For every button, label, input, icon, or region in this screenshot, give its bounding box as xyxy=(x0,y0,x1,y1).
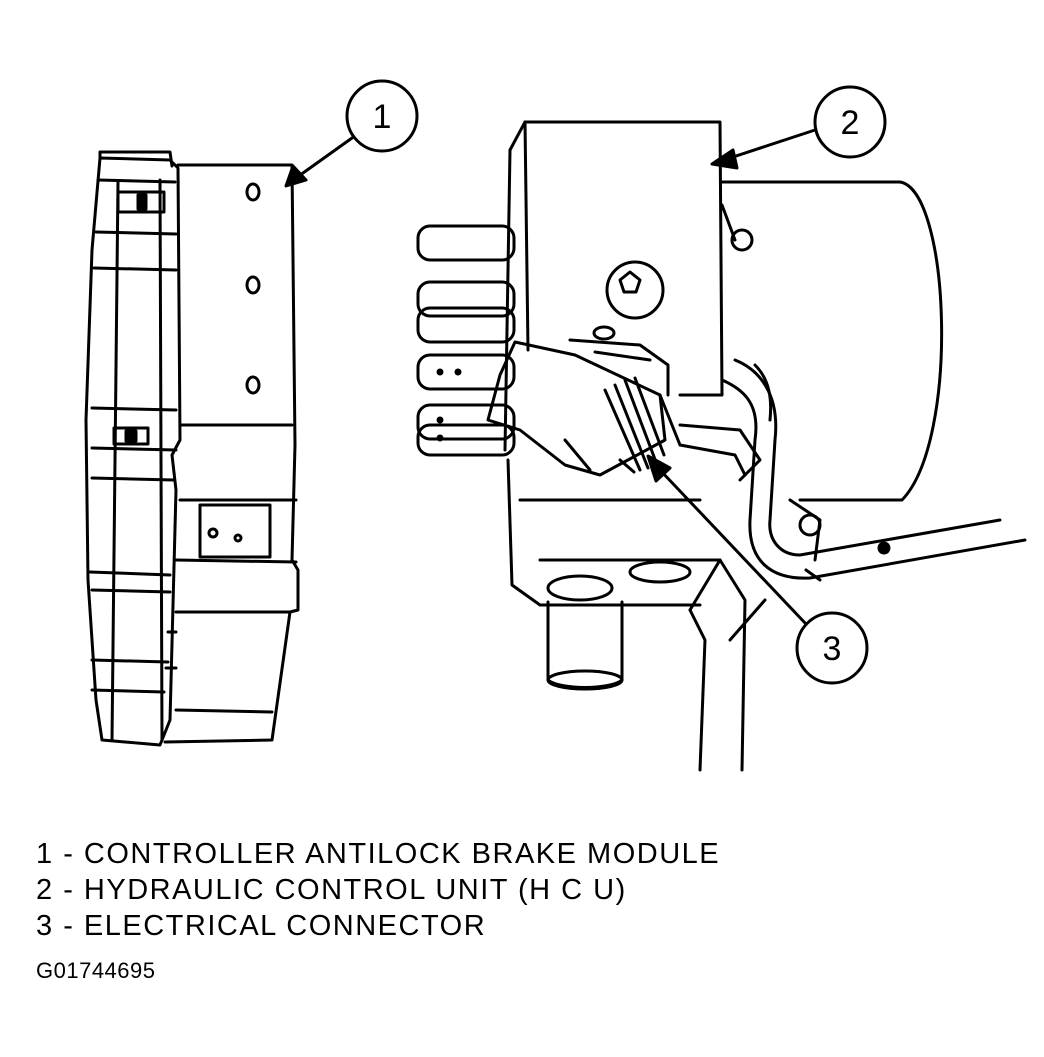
figure-id: G01744695 xyxy=(36,958,156,983)
legend-text: ELECTRICAL CONNECTOR xyxy=(83,910,487,942)
legend-text: CONTROLLER ANTILOCK BRAKE MODULE xyxy=(83,838,721,870)
legend-separator: - xyxy=(53,838,84,870)
callout-circle xyxy=(813,85,887,159)
legend-item: 2 - HYDRAULIC CONTROL UNIT (H C U) xyxy=(36,872,720,908)
callout-2: 2 xyxy=(710,85,887,170)
callout-3: 3 xyxy=(646,454,869,685)
abs-components-illustration: 1 2 3 xyxy=(84,79,1027,772)
callout-1: 1 xyxy=(284,79,419,188)
parts-legend: 1 - CONTROLLER ANTILOCK BRAKE MODULE 2 -… xyxy=(36,836,720,944)
legend-number: 3 xyxy=(36,910,54,942)
callout-circle xyxy=(345,79,419,153)
callout-number: 2 xyxy=(841,104,860,142)
arrowhead xyxy=(284,164,308,188)
callout-number: 3 xyxy=(823,630,842,668)
arrowhead xyxy=(646,454,672,483)
legend-number: 2 xyxy=(36,874,54,906)
leader-arrow xyxy=(728,128,817,160)
callout-circle xyxy=(795,611,869,685)
hydraulic-control-unit xyxy=(416,120,1027,772)
legend-number: 1 xyxy=(36,838,54,870)
electrical-connector xyxy=(486,338,762,482)
leader-arrow xyxy=(294,136,354,180)
controller-antilock-brake-module xyxy=(84,150,300,747)
legend-text: HYDRAULIC CONTROL UNIT (H C U) xyxy=(83,874,627,906)
legend-separator: - xyxy=(53,874,84,906)
arrowhead xyxy=(710,148,739,170)
legend-separator: - xyxy=(53,910,84,942)
legend-item: 1 - CONTROLLER ANTILOCK BRAKE MODULE xyxy=(36,836,720,872)
legend-item: 3 - ELECTRICAL CONNECTOR xyxy=(36,908,720,944)
callout-number: 1 xyxy=(373,98,392,136)
leader-arrow xyxy=(658,468,808,626)
